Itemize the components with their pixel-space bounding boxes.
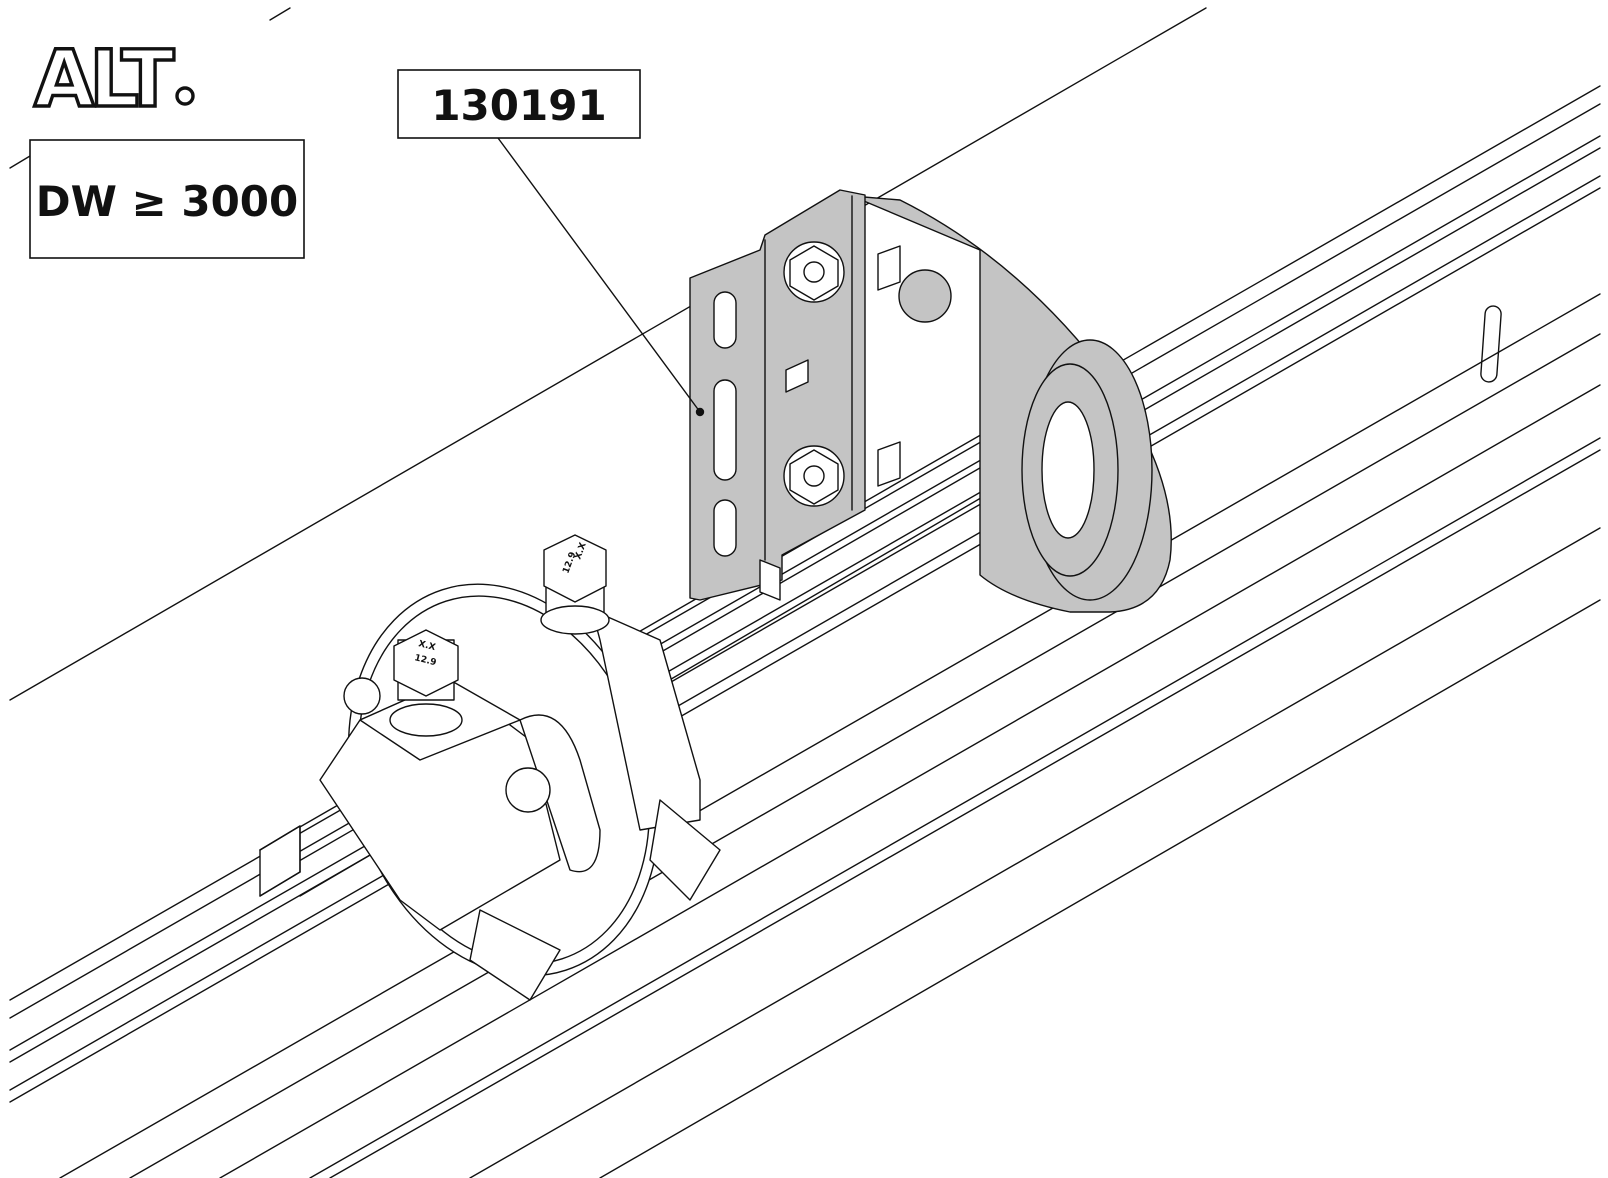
alt-label: ALT — [32, 33, 195, 127]
part-number-text: 130191 — [431, 81, 606, 130]
part-leader-line — [497, 137, 701, 413]
condition-box: DW ≥ 3000 — [29, 139, 305, 259]
alt-text: ALT — [34, 35, 174, 125]
part-leader-dot — [695, 407, 705, 417]
bolt-maker-text-2: X.X — [417, 639, 436, 653]
shaft-collar — [759, 559, 781, 601]
track-rail — [9, 135, 1601, 1178]
shaft-coupling: 12.9 X.X 12.9 X.X — [319, 534, 721, 1001]
bearing-bracket — [689, 189, 1172, 613]
alt-dot-icon — [175, 86, 195, 106]
condition-text: DW ≥ 3000 — [36, 177, 299, 226]
part-number-box: 130191 — [397, 69, 641, 139]
